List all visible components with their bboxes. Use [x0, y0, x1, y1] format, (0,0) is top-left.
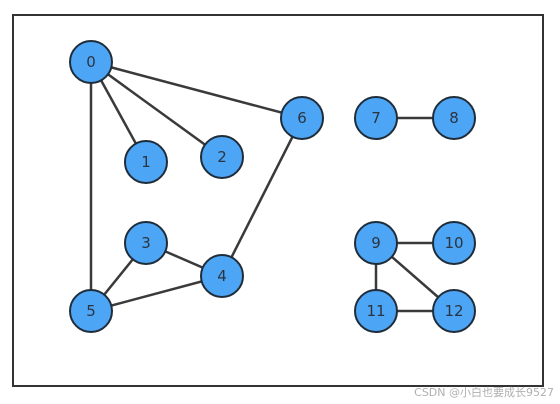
node-11: 11	[354, 289, 398, 333]
node-9: 9	[354, 221, 398, 265]
node-8: 8	[432, 96, 476, 140]
node-circle-4	[200, 254, 244, 298]
node-circle-11	[354, 289, 398, 333]
node-circle-7	[354, 96, 398, 140]
node-label-9: 9	[371, 234, 381, 252]
edge-0-6	[90, 60, 303, 120]
node-label-2: 2	[217, 148, 227, 166]
node-label-8: 8	[449, 109, 459, 127]
node-0: 0	[69, 40, 113, 84]
node-label-0: 0	[86, 53, 96, 71]
node-circle-8	[432, 96, 476, 140]
node-circle-5	[69, 289, 113, 333]
node-5: 5	[69, 289, 113, 333]
watermark: CSDN @小白也要成长9527	[414, 386, 554, 399]
node-circle-2	[200, 135, 244, 179]
edge-5-4	[90, 274, 223, 313]
node-label-4: 4	[217, 267, 227, 285]
node-label-6: 6	[297, 109, 307, 127]
node-circle-1	[124, 140, 168, 184]
node-label-5: 5	[86, 302, 96, 320]
node-label-10: 10	[444, 234, 463, 252]
node-1: 1	[124, 140, 168, 184]
edge-4-6	[220, 117, 304, 277]
node-label-11: 11	[366, 302, 385, 320]
node-2: 2	[200, 135, 244, 179]
node-circle-9	[354, 221, 398, 265]
node-circle-0	[69, 40, 113, 84]
node-12: 12	[432, 289, 476, 333]
edge-0-2	[90, 60, 223, 159]
node-7: 7	[354, 96, 398, 140]
node-3: 3	[124, 221, 168, 265]
node-6: 6	[280, 96, 324, 140]
node-label-12: 12	[444, 302, 463, 320]
node-label-1: 1	[141, 153, 151, 171]
node-circle-12	[432, 289, 476, 333]
node-4: 4	[200, 254, 244, 298]
node-circle-6	[280, 96, 324, 140]
edges-layer	[89, 60, 455, 313]
node-circle-10	[432, 221, 476, 265]
node-label-7: 7	[371, 109, 381, 127]
node-label-3: 3	[141, 234, 151, 252]
node-10: 10	[432, 221, 476, 265]
node-circle-3	[124, 221, 168, 265]
